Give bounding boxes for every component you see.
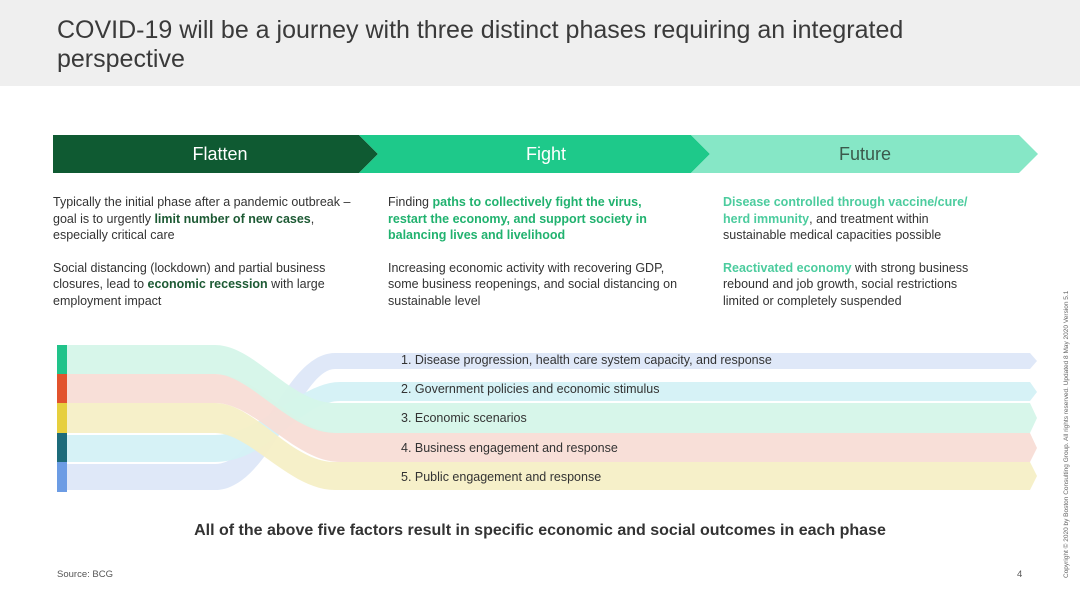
factor-flows <box>57 345 1037 492</box>
copyright-note: Copyright © 2020 by Boston Consulting Gr… <box>1063 290 1070 578</box>
conclusion-text: All of the above five factors result in … <box>194 522 886 539</box>
phase-label-fight: Fight <box>525 144 567 164</box>
title-banner <box>0 0 1080 86</box>
phase-description-flatten: Typically the initial phase after a pand… <box>53 194 353 325</box>
highlight-text: Disease controlled through vaccine/cure/… <box>723 195 968 226</box>
phase-label-flatten: Flatten <box>192 144 248 164</box>
text-run: with large employment impact <box>53 277 325 308</box>
phase-chevron-bar <box>53 135 1038 173</box>
highlight-text: economic recession <box>147 277 268 291</box>
factor-label-1: 1. Disease progression, health care syst… <box>401 353 772 367</box>
factor-flow-1 <box>57 345 1037 433</box>
factor-flow-2 <box>57 374 1037 462</box>
highlight-text: limit number of new cases <box>154 211 311 226</box>
text-run: with strong business rebound and job gro… <box>723 260 969 308</box>
text-run: Increasing economic activity with recove… <box>388 260 678 308</box>
factor-tab-3 <box>57 403 67 433</box>
factor-label-5: 5. Public engagement and response <box>401 470 602 484</box>
description-paragraph: Disease controlled through vaccine/cure/… <box>723 194 993 244</box>
factor-flow-3 <box>57 403 1037 490</box>
text-run: Social distancing (lockdown) and partial… <box>53 260 326 292</box>
description-paragraph: Typically the initial phase after a pand… <box>53 194 353 244</box>
factor-tab-4 <box>57 433 67 462</box>
phase-description-fight: Finding paths to collectively fight the … <box>388 194 678 325</box>
phase-label-future: Future <box>838 144 892 164</box>
text-run: , especially critical care <box>53 211 315 243</box>
phase-chevron-future <box>691 135 1038 173</box>
text-run: Finding <box>388 195 433 209</box>
description-paragraph: Finding paths to collectively fight the … <box>388 194 678 244</box>
factor-tab-1 <box>57 345 67 374</box>
source-note: Source: BCG <box>57 569 113 580</box>
highlight-text: Reactivated economy <box>723 260 852 275</box>
factor-flow-5 <box>57 353 1037 490</box>
description-paragraph: Increasing economic activity with recove… <box>388 260 678 310</box>
description-paragraph: Reactivated economy with strong business… <box>723 260 993 310</box>
description-paragraph: Social distancing (lockdown) and partial… <box>53 260 353 310</box>
highlight-text: paths to collectively fight the virus, r… <box>388 195 647 242</box>
phase-chevron-flatten <box>53 135 378 173</box>
factor-label-3: 3. Economic scenarios <box>401 411 527 425</box>
factor-label-4: 4. Business engagement and response <box>401 441 618 455</box>
text-run: Typically the initial phase after a pand… <box>53 195 351 226</box>
page-title: COVID-19 will be a journey with three di… <box>57 16 904 73</box>
text-run: , and treatment within sustainable medic… <box>723 211 942 243</box>
factor-tab-5 <box>57 462 67 492</box>
phase-chevron-fight <box>359 135 710 173</box>
factor-label-2: 2. Government policies and economic stim… <box>401 382 660 396</box>
factor-tab-2 <box>57 374 67 403</box>
page-number: 4 <box>1017 569 1023 580</box>
phase-description-future: Disease controlled through vaccine/cure/… <box>723 194 993 325</box>
